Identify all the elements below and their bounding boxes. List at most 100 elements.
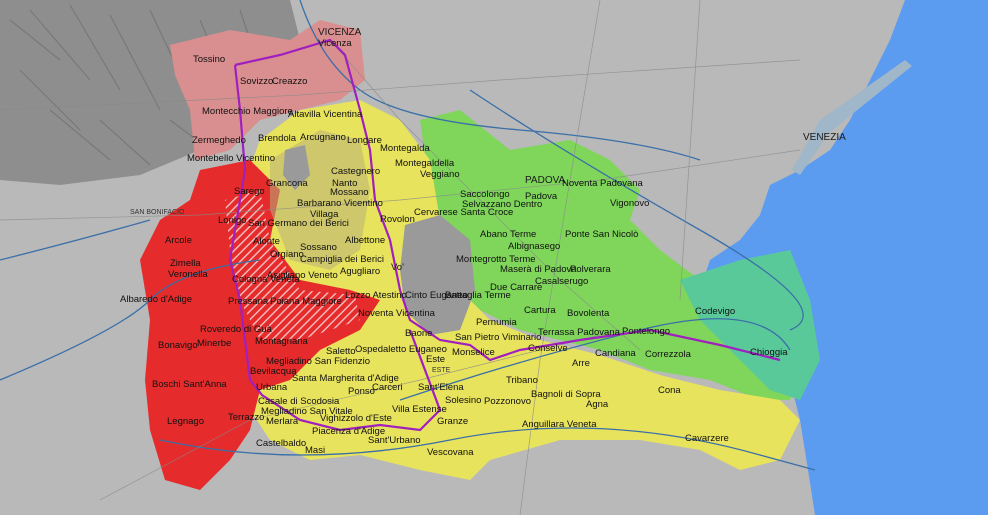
town-label: Mossano [330,187,369,198]
grancona-relief [283,145,310,190]
town-label: Este [426,354,445,365]
town-label: Tossino [193,54,225,65]
town-label: Due Carrare [490,282,542,293]
town-label: Battaglia Terme [445,290,511,301]
town-label: Asigliano Veneto [267,270,338,281]
town-label: San Pietro Viminario [455,332,541,343]
town-label: Terrassa Padovana [538,327,621,338]
town-label: Agugliaro [340,266,380,277]
town-label: Conselve [528,343,568,354]
zone-red-hatched [225,190,360,340]
town-label: Bagnoli di Sopra [531,389,601,400]
town-label: Baone [405,328,432,339]
rivers [0,0,816,471]
town-label: Megliadino San Fidenzio [266,356,370,367]
town-label: Cologna Veneta [232,274,300,285]
town-label: Campiglia dei Berici [300,254,384,265]
town-label: Bovolenta [567,308,610,319]
town-label: Roveredo di Guà [200,324,273,335]
town-label: Urbana [256,382,288,393]
sea-area [700,0,988,515]
town-label: Arcole [165,235,192,246]
town-label: Terrazzo [228,412,264,423]
town-label: Abano Terme [480,229,536,240]
town-label: Villaga [310,209,339,220]
zone-yellow [240,100,800,480]
town-label: Creazzo [272,76,307,87]
city-label-vicenza: VICENZA [318,27,362,38]
town-label: Montebello Vicentino [187,153,275,164]
town-label: Cervarese Santa Croce [414,207,513,218]
town-label: Montegaldella [395,158,455,169]
town-label: Sant'Urbano [368,435,421,446]
town-label: Casale di Scodosia [258,396,340,407]
town-label: Albignasego [508,241,560,252]
town-label: Alonte [253,236,280,247]
town-label: Rovolon [380,214,415,225]
town-label: Pozzonovo [484,396,531,407]
town-label: Castegnero [331,166,380,177]
town-label: Santa Margherita d'Adige [292,373,399,384]
town-label: Castelbaldo [256,438,306,449]
town-label: Legnago [167,416,204,427]
town-label: Pernumia [476,317,517,328]
euganean-relief [400,215,475,335]
town-label: Cavarzere [685,433,729,444]
town-label: Bevilacqua [250,366,297,377]
town-label: Arre [572,358,590,369]
town-label: Poiana Maggiore [270,296,342,307]
town-label: Altavilla Vicentina [288,109,363,120]
town-label: Padova [525,191,558,202]
town-label: Correzzola [645,349,692,360]
zone-green [420,110,800,400]
town-label: Montegalda [380,143,430,154]
town-label: Cinto Euganeo [405,290,468,301]
town-label: Montecchio Maggiore [202,106,293,117]
town-label: Zermeghedo [192,135,246,146]
town-label: Bonavigo [158,340,198,351]
town-label: Lozzo Atestino [345,290,407,301]
roads [0,0,801,515]
town-label: Orgiano [270,249,304,260]
town-label: Pressana [228,296,269,307]
town-label: Sarego [234,186,265,197]
town-label: Veronella [168,269,208,280]
town-label: Piacenza d'Adige [312,426,385,437]
town-label: Montagnana [255,336,309,347]
town-label: Montegrotto Terme [456,254,536,265]
town-label: Zimella [170,258,201,269]
town-label: Saccolongo [460,189,510,200]
town-label: Pontelongo [622,326,670,337]
town-label: Agna [586,399,609,410]
town-label: Maserà di Padova [500,264,577,275]
town-label: Selvazzano Dentro [462,199,542,210]
city-label-san-bonifacio: SAN BONIFACIO [130,209,185,216]
town-label: Albettone [345,235,385,246]
city-label-este: ESTE [432,367,451,374]
town-label: Lonigo [218,215,247,226]
town-label: Sovizzo [240,76,273,87]
town-label: Noventa Padovana [562,178,644,189]
town-label: San Germano dei Berici [248,218,349,229]
town-label: Grancona [266,178,308,189]
town-labels: Tossino Sovizzo Creazzo Vicenza Montecch… [120,38,788,458]
town-label: Carceri [372,382,403,393]
town-label: Candiana [595,348,636,359]
town-label: Ospedaletto Euganeo [355,344,447,355]
town-label: Masi [305,445,325,456]
town-label: Veggiano [420,169,460,180]
town-label: Minerbe [197,338,231,349]
town-label: Sant'Elena [418,382,464,393]
town-label: Sossano [300,242,337,253]
town-label: Saletto [326,346,356,357]
town-label: Chioggia [750,347,788,358]
lagoon-strip [792,60,912,175]
town-label: Longare [347,135,382,146]
town-label: Nanto [332,178,357,189]
town-label: Vo' [391,262,404,273]
town-label: Monselice [452,347,495,358]
doc-boundary [228,38,781,432]
town-label: Ponte San Nicolò [565,229,638,240]
